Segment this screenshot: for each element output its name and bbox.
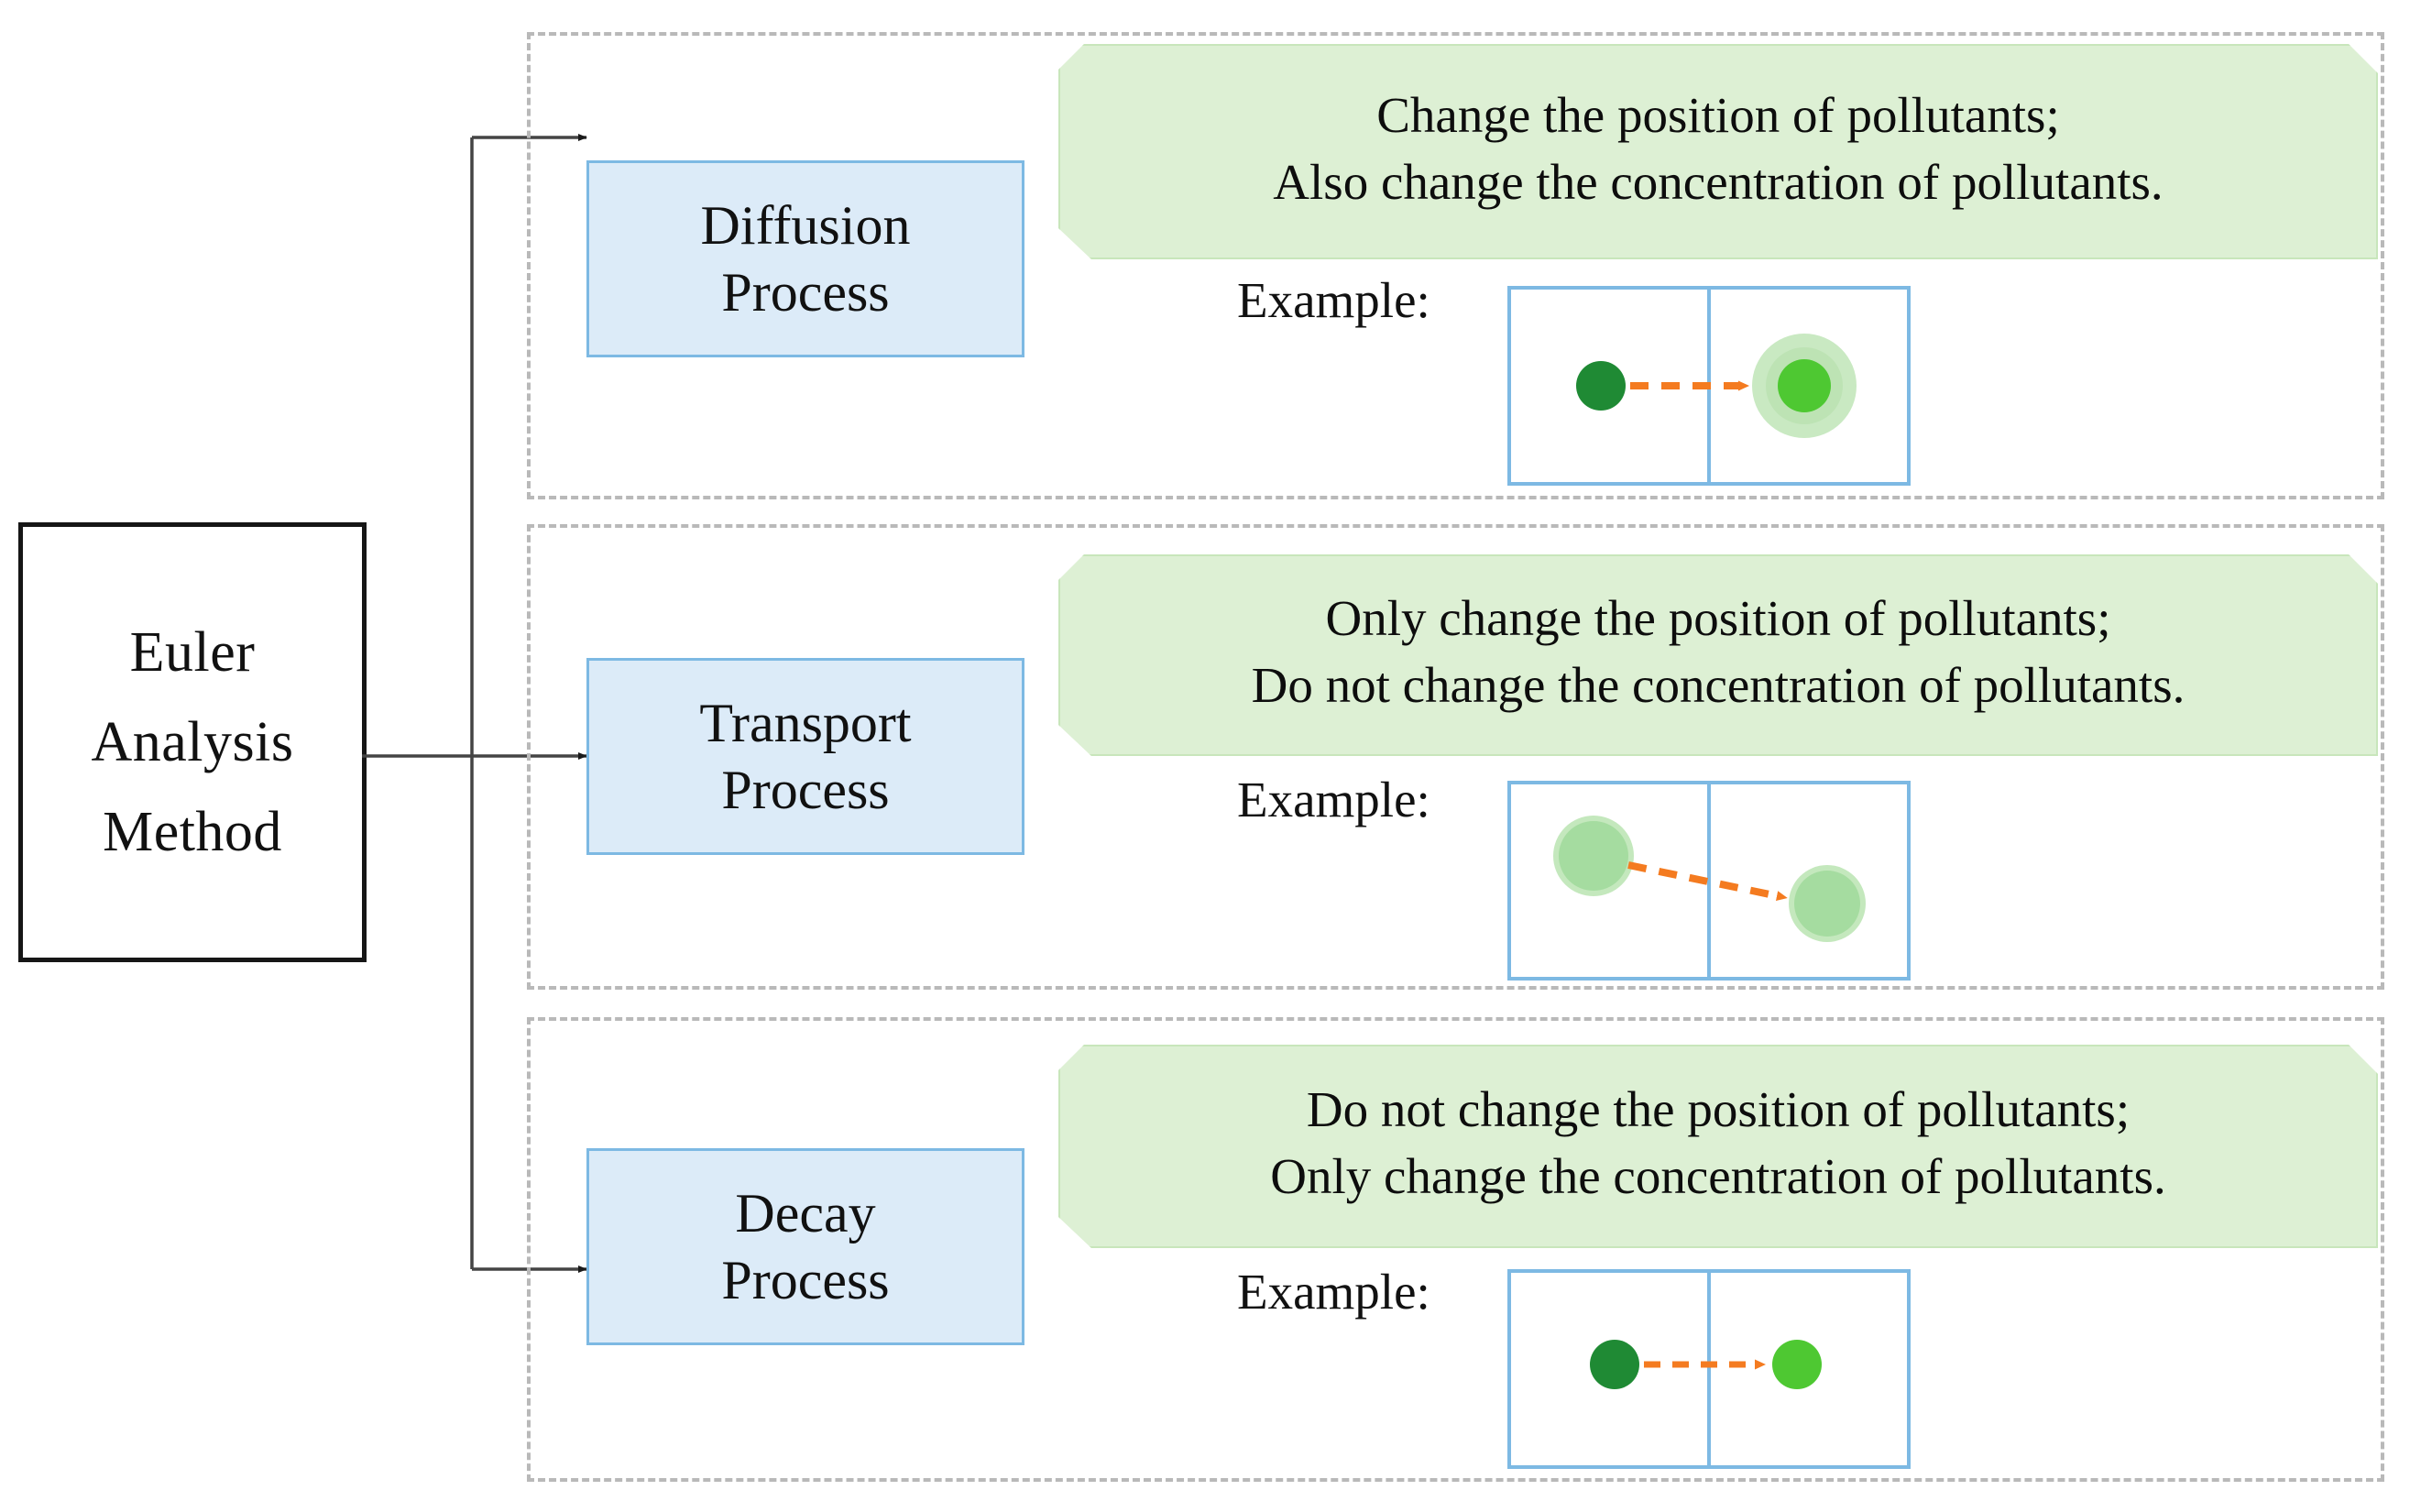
- callout-line-2: Also change the concentration of polluta…: [1273, 153, 2164, 210]
- callout-line-1: Do not change the position of pollutants…: [1306, 1081, 2131, 1138]
- example-label-transport: Example:: [1237, 772, 1430, 827]
- callout-line-2: Do not change the concentration of pollu…: [1251, 657, 2185, 713]
- example-divider: [1707, 784, 1711, 977]
- euler-line-1: Euler: [129, 621, 256, 684]
- euler-line-3: Method: [103, 801, 282, 863]
- process-box-diffusion[interactable]: Diffusion Process: [586, 160, 1024, 357]
- transition-arrow: [1627, 861, 1788, 901]
- section-decay: [527, 1017, 2384, 1482]
- callout-decay: Do not change the position of pollutants…: [1058, 1045, 2378, 1248]
- process-label-line-2: Process: [721, 759, 890, 820]
- section-transport: [527, 524, 2384, 990]
- callout-line-2: Only change the concentration of polluta…: [1270, 1148, 2166, 1204]
- callout-line-1: Only change the position of pollutants;: [1325, 590, 2111, 647]
- process-label-line-1: Diffusion: [700, 194, 911, 256]
- dot-right-core: [1778, 359, 1831, 412]
- example-illustration-transport: [1553, 816, 1866, 942]
- dot-left: [1590, 1340, 1639, 1389]
- example-frame-diffusion: [1507, 286, 1911, 486]
- process-box-decay[interactable]: Decay Process: [586, 1148, 1024, 1345]
- callout-diffusion: Change the position of pollutants; Also …: [1058, 44, 2378, 259]
- callout-transport: Only change the position of pollutants; …: [1058, 554, 2378, 756]
- example-divider: [1707, 1273, 1711, 1465]
- euler-line-2: Analysis: [91, 711, 294, 773]
- example-frame-transport: [1507, 781, 1911, 981]
- dot-right: [1772, 1340, 1822, 1389]
- process-box-transport[interactable]: Transport Process: [586, 658, 1024, 855]
- euler-analysis-method-box: Euler Analysis Method: [18, 522, 367, 962]
- example-frame-decay: [1507, 1269, 1911, 1469]
- example-illustration-diffusion: [1576, 334, 1857, 438]
- process-label-line-1: Transport: [699, 692, 912, 753]
- dot-left: [1576, 361, 1626, 411]
- callout-line-1: Change the position of pollutants;: [1376, 86, 2060, 143]
- example-label-decay: Example:: [1237, 1264, 1430, 1320]
- process-label-line-2: Process: [721, 261, 890, 323]
- process-label-line-1: Decay: [735, 1182, 876, 1244]
- example-label-diffusion: Example:: [1237, 272, 1430, 328]
- example-illustration-decay: [1590, 1340, 1822, 1389]
- dot-right: [1794, 871, 1860, 937]
- process-label-line-2: Process: [721, 1249, 890, 1310]
- section-diffusion: [527, 32, 2384, 499]
- dot-left: [1559, 821, 1628, 891]
